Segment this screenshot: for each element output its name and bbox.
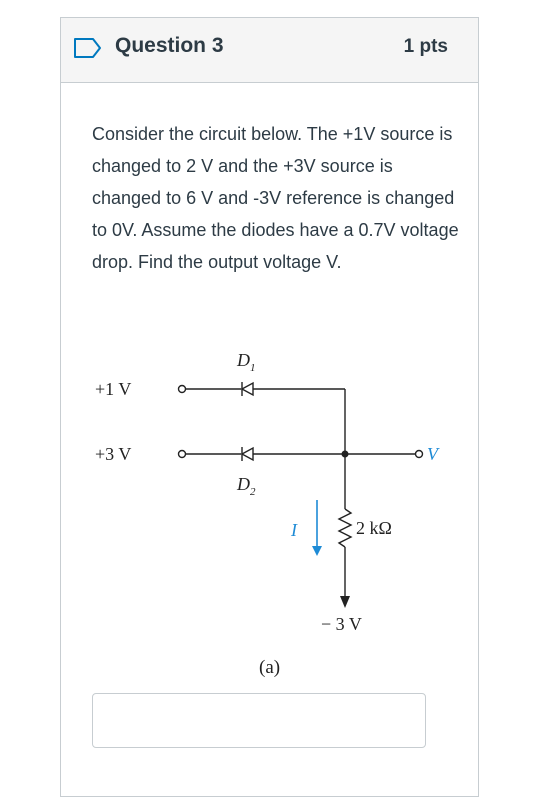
- diode-d1-subscript: 1: [250, 362, 256, 374]
- source-bottom-label: +3 V: [95, 444, 131, 464]
- source-bottom-terminal: [177, 449, 187, 459]
- svg-text:D2: D2: [236, 474, 256, 498]
- output-label: V: [427, 444, 440, 464]
- diode-d1-symbol: [240, 381, 254, 397]
- flag-question-icon[interactable]: [73, 37, 103, 59]
- circuit-diagram: +1 V +3 V D1 D2 V I 2 kΩ − 3 V (a): [95, 350, 440, 678]
- question-title: Question 3: [115, 34, 224, 57]
- question-text: Consider the circuit below. The +1V sour…: [92, 124, 459, 272]
- question-header: Question 3 1 pts: [61, 18, 478, 83]
- resistor-symbol: [337, 508, 353, 548]
- figure-label: (a): [259, 657, 280, 678]
- diode-d2-subscript: 2: [250, 486, 256, 498]
- question-card: Question 3 1 pts Consider the circuit be…: [60, 17, 479, 797]
- diode-d1-label: D: [236, 350, 250, 370]
- svg-text:D1: D1: [236, 350, 256, 374]
- junction-dot: [341, 450, 349, 458]
- answer-input[interactable]: [92, 693, 426, 748]
- current-label: I: [290, 520, 298, 540]
- source-top-terminal: [177, 384, 187, 394]
- question-points: 1 pts: [403, 36, 448, 57]
- current-arrow: [312, 546, 322, 556]
- resistor-label: 2 kΩ: [356, 518, 392, 538]
- diode-d2-symbol: [240, 446, 254, 462]
- diode-d2-label: D: [236, 474, 250, 494]
- reference-label: − 3 V: [321, 614, 362, 634]
- source-top-label: +1 V: [95, 379, 131, 399]
- reference-arrow: [340, 596, 350, 608]
- output-terminal: [414, 449, 424, 459]
